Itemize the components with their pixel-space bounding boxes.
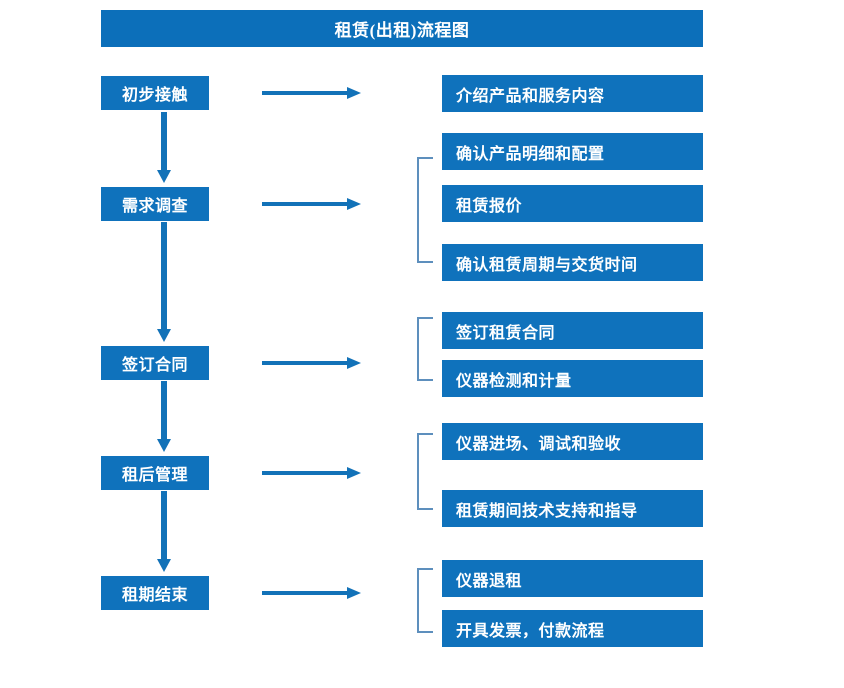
chart-title-bar: 租赁(出租)流程图 [101, 10, 703, 47]
horizontal-arrow-2 [262, 197, 362, 211]
stage-box-签订合同[interactable]: 签订合同 [101, 346, 209, 380]
stage-box-初步接触[interactable]: 初步接触 [101, 76, 209, 110]
detail-box-介绍产品和服务内容[interactable]: 介绍产品和服务内容 [442, 75, 703, 112]
detail-box-租赁期间技术支持和指导[interactable]: 租赁期间技术支持和指导 [442, 490, 703, 527]
detail-box-仪器退租[interactable]: 仪器退租 [442, 560, 703, 597]
detail-box-租赁报价[interactable]: 租赁报价 [442, 185, 703, 222]
group-bracket-租期结束 [417, 568, 433, 633]
horizontal-arrow-4 [262, 466, 362, 480]
horizontal-arrow-3 [262, 356, 362, 370]
detail-box-签订租赁合同[interactable]: 签订租赁合同 [442, 312, 703, 349]
group-bracket-需求调查 [417, 157, 433, 263]
detail-box-开具发票付款流程[interactable]: 开具发票，付款流程 [442, 610, 703, 647]
group-bracket-租后管理 [417, 433, 433, 510]
detail-box-确认租赁周期与交货时间[interactable]: 确认租赁周期与交货时间 [442, 244, 703, 281]
stage-box-租后管理[interactable]: 租后管理 [101, 456, 209, 490]
stage-box-需求调查[interactable]: 需求调查 [101, 187, 209, 221]
detail-box-仪器进场调试和验收[interactable]: 仪器进场、调试和验收 [442, 423, 703, 460]
vertical-arrow-1 [155, 112, 173, 185]
detail-box-确认产品明细和配置[interactable]: 确认产品明细和配置 [442, 133, 703, 170]
horizontal-arrow-1 [262, 86, 362, 100]
vertical-arrow-3 [155, 381, 173, 454]
vertical-arrow-4 [155, 491, 173, 574]
detail-box-仪器检测和计量[interactable]: 仪器检测和计量 [442, 360, 703, 397]
stage-box-租期结束[interactable]: 租期结束 [101, 576, 209, 610]
vertical-arrow-2 [155, 222, 173, 344]
group-bracket-签订合同 [417, 317, 433, 381]
horizontal-arrow-5 [262, 586, 362, 600]
